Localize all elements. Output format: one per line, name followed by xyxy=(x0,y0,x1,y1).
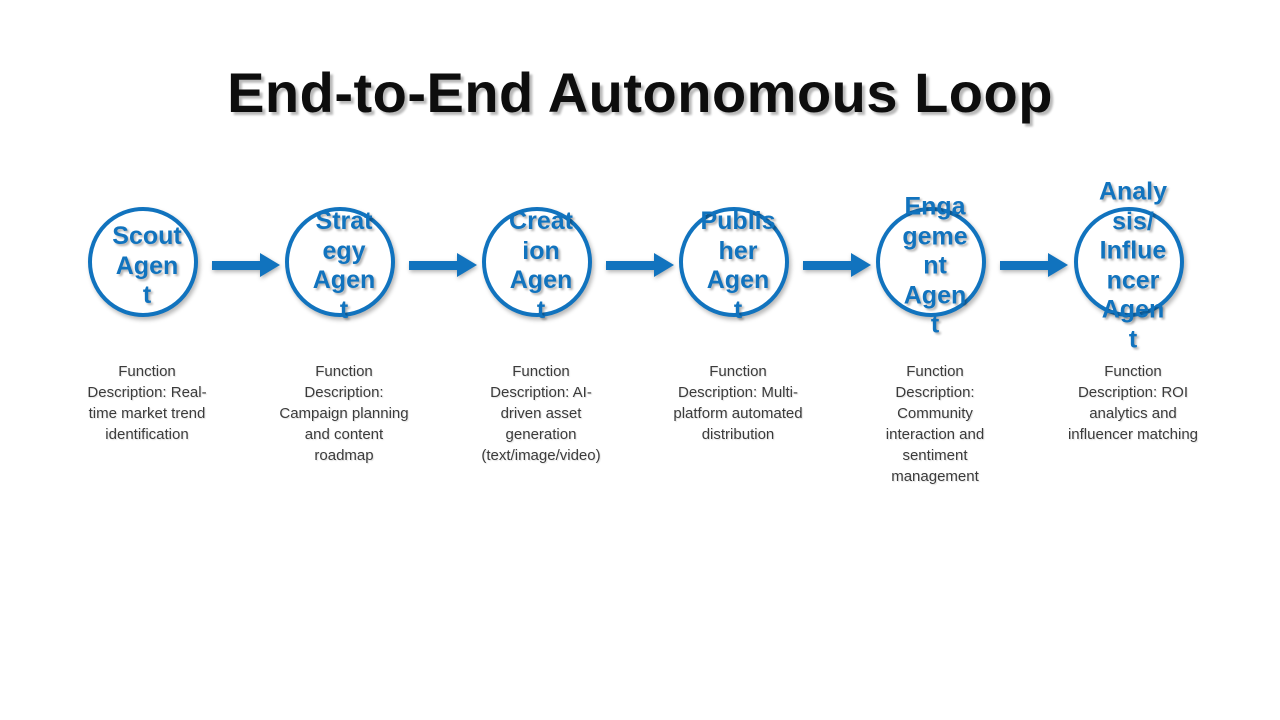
slide-title: End-to-End Autonomous Loop xyxy=(227,61,1053,124)
flow-arrow xyxy=(803,253,871,277)
arrow-head-icon xyxy=(654,253,674,277)
arrow-shaft xyxy=(606,260,654,270)
arrow-head-icon xyxy=(851,253,871,277)
agent-circle xyxy=(88,207,198,317)
arrow-shaft xyxy=(212,260,260,270)
arrow-head-icon xyxy=(457,253,477,277)
agent-label: Publis her Agen t xyxy=(700,207,776,324)
agent-circle xyxy=(876,207,986,317)
arrow-head-icon xyxy=(260,253,280,277)
arrow-shaft xyxy=(1000,260,1048,270)
agent-description: Function Description: Multi- platform au… xyxy=(673,363,803,443)
arrow-head-icon xyxy=(1048,253,1068,277)
agent-label: Analy sis/ Influe ncer Agen t xyxy=(1098,177,1168,354)
arrow-shaft xyxy=(803,260,851,270)
agent-description: Function Description: Real- time market … xyxy=(87,363,207,443)
agent-description: Function Description: AI- driven asset g… xyxy=(481,363,601,464)
arrow-shaft xyxy=(409,260,457,270)
agent-circle xyxy=(679,207,789,317)
flow-arrow xyxy=(212,253,280,277)
agent-label: Strat egy Agen t xyxy=(312,207,376,324)
agent-circle xyxy=(1074,207,1184,317)
agent-label: Enga geme nt Agen t xyxy=(902,192,968,339)
agent-description: Function Description: Campaign planning … xyxy=(279,363,409,464)
flow-arrow xyxy=(606,253,674,277)
agent-label: Creat ion Agen t xyxy=(509,207,573,324)
agent-circle xyxy=(285,207,395,317)
agent-circle xyxy=(482,207,592,317)
flow-arrow xyxy=(409,253,477,277)
agent-description: Function Description: Community interact… xyxy=(885,363,985,485)
flow-arrow xyxy=(1000,253,1068,277)
agent-label: Scout Agen t xyxy=(112,221,182,309)
agent-description: Function Description: ROI analytics and … xyxy=(1067,363,1199,443)
